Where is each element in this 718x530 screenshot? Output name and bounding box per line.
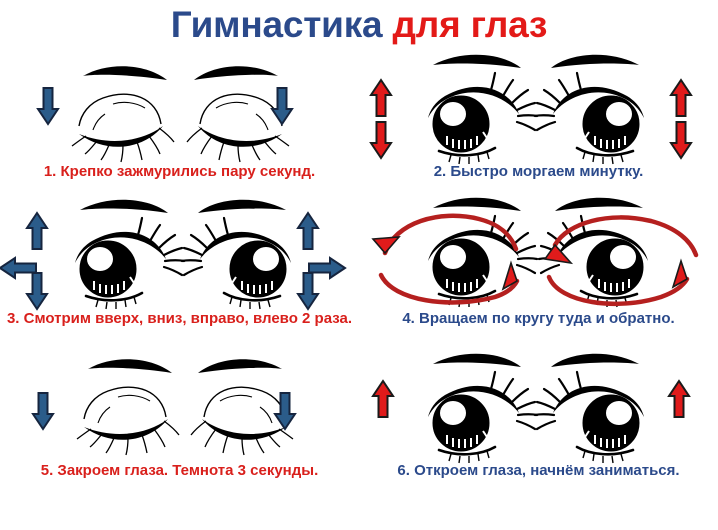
page-title-primary: Гимнастика bbox=[170, 4, 383, 45]
exercise-panel-4: 4. Вращаем по кругу туда и обратно. bbox=[359, 197, 718, 352]
arrow-left-icon bbox=[0, 257, 37, 279]
eye-illustration-2 bbox=[359, 50, 718, 168]
open-eye-right bbox=[535, 354, 644, 463]
exercise-caption-3: 3. Смотрим вверх, вниз, вправо, влево 2 … bbox=[6, 310, 353, 327]
exercise-caption-4: 4. Вращаем по кругу туда и обратно. bbox=[402, 310, 675, 327]
arrow-right-icon bbox=[308, 257, 346, 279]
page-title-secondary: для глаз bbox=[392, 4, 548, 45]
exercise-caption-6: 6. Откроем глаза, начнём заниматься. bbox=[397, 462, 680, 479]
arrow-down-icon bbox=[32, 392, 54, 430]
arrow-down-icon bbox=[370, 121, 392, 159]
arrow-down-icon bbox=[274, 392, 296, 430]
exercise-panel-2: 2. Быстро моргаем минутку. bbox=[359, 50, 718, 205]
exercise-panel-1: 1. Крепко зажмурились пару секунд. bbox=[0, 50, 359, 205]
exercise-panel-6: 6. Откроем глаза, начнём заниматься. bbox=[359, 349, 718, 504]
arrow-rotate-icon bbox=[543, 215, 699, 307]
eye-illustration-5 bbox=[0, 349, 359, 467]
arrow-up-icon bbox=[297, 212, 319, 250]
closed-eye-left bbox=[71, 65, 175, 163]
arrow-up-icon bbox=[670, 79, 692, 117]
open-eye-right bbox=[182, 200, 291, 309]
eye-illustration-4 bbox=[359, 197, 718, 315]
exercise-panel-5: 5. Закроем глаза. Темнота 3 секунды. bbox=[0, 349, 359, 504]
eye-illustration-3 bbox=[0, 197, 359, 315]
arrow-up-icon bbox=[668, 380, 690, 418]
page-title: Гимнастика для глаз bbox=[0, 4, 718, 46]
open-eye-left bbox=[428, 354, 537, 463]
exercise-caption-5: 5. Закроем глаза. Темнота 3 секунды. bbox=[40, 462, 319, 479]
open-eye-right bbox=[535, 55, 644, 164]
arrow-down-icon bbox=[37, 87, 59, 125]
closed-eye-right bbox=[186, 65, 290, 163]
arrow-down-icon bbox=[297, 272, 319, 310]
open-eye-left bbox=[75, 200, 184, 309]
closed-eye-left bbox=[76, 358, 180, 456]
eye-illustration-6 bbox=[359, 349, 718, 467]
arrow-down-icon bbox=[271, 87, 293, 125]
exercise-panel-3: 3. Смотрим вверх, вниз, вправо, влево 2 … bbox=[0, 197, 359, 352]
arrow-up-icon bbox=[372, 380, 394, 418]
exercise-caption-2: 2. Быстро моргаем минутку. bbox=[433, 163, 644, 180]
exercise-caption-1: 1. Крепко зажмурились пару секунд. bbox=[43, 163, 316, 180]
eye-illustration-1 bbox=[0, 50, 359, 168]
arrow-down-icon bbox=[670, 121, 692, 159]
arrow-down-icon bbox=[26, 272, 48, 310]
arrow-rotate-icon bbox=[371, 213, 520, 305]
arrow-up-icon bbox=[26, 212, 48, 250]
closed-eye-right bbox=[190, 358, 294, 456]
arrow-up-icon bbox=[370, 79, 392, 117]
open-eye-left bbox=[428, 55, 537, 164]
